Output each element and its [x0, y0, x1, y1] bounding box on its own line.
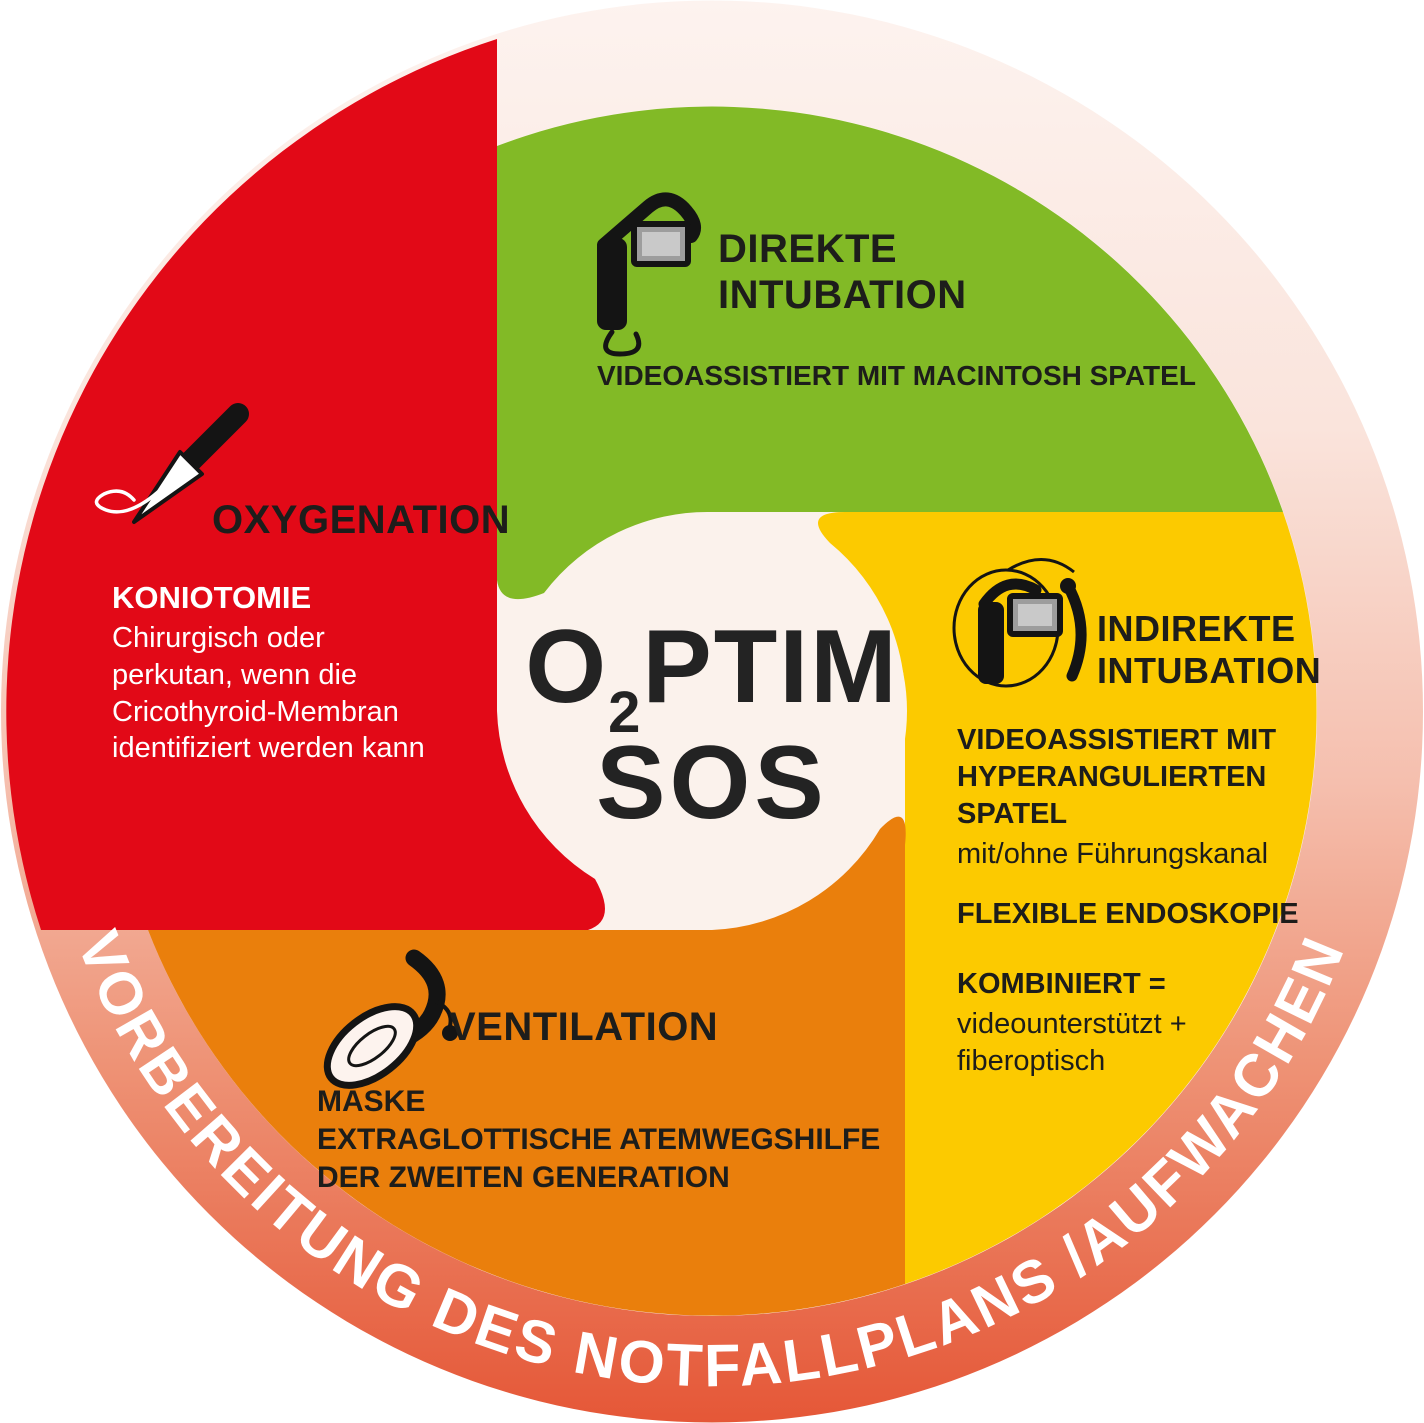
indirect-line1-regular: mit/ohne Führungskanal: [957, 838, 1269, 870]
oxygenation-subheading: KONIOTOMIE: [112, 580, 312, 615]
center-title-o: O: [525, 609, 608, 725]
direct-intubation-subtext: VIDEOASSISTIERT MIT MACINTOSH SPATEL: [597, 360, 1196, 391]
indirect-line3-bold: KOMBINIERT =: [957, 968, 1166, 1000]
scalpel-icon: [94, 403, 249, 524]
oxygenation-body: Chirurgisch oder perkutan, wenn die Cric…: [112, 622, 425, 765]
video-laryngoscope-macintosh-icon: [597, 192, 702, 357]
center-subtitle: SOS: [596, 725, 828, 841]
indirect-line1-bold: VIDEOASSISTIERT MIT HYPERANGULIERTEN SPA…: [957, 724, 1277, 830]
ventilation-body: MASKE EXTRAGLOTTISCHE ATEMWEGSHILFE DER …: [317, 1085, 881, 1195]
indirect-line3-regular: videounterstützt + fiberoptisch: [957, 1008, 1187, 1077]
ventilation-heading: VENTILATION: [449, 1005, 719, 1049]
segment-indirect-intubation: [818, 512, 1317, 1284]
oxygenation-heading: OXYGENATION: [212, 498, 511, 542]
segment-ventilation: [148, 816, 906, 1316]
center-title-rest: PTIM: [642, 609, 898, 725]
indirect-intubation-heading: INDIREKTE INTUBATION: [1097, 608, 1322, 691]
segment-oxygenation: [6, 39, 605, 930]
center-title: O2PTIM: [525, 609, 899, 745]
face-mask-icon: [323, 949, 458, 1089]
direct-intubation-heading: DIREKTE INTUBATION: [718, 227, 967, 318]
video-laryngoscope-hyperangulated-icon: [952, 558, 1087, 688]
center-hub: [517, 516, 907, 906]
center-title-subscript: 2: [608, 680, 642, 745]
indirect-line2-bold: FLEXIBLE ENDOSKOPIE: [957, 898, 1299, 930]
